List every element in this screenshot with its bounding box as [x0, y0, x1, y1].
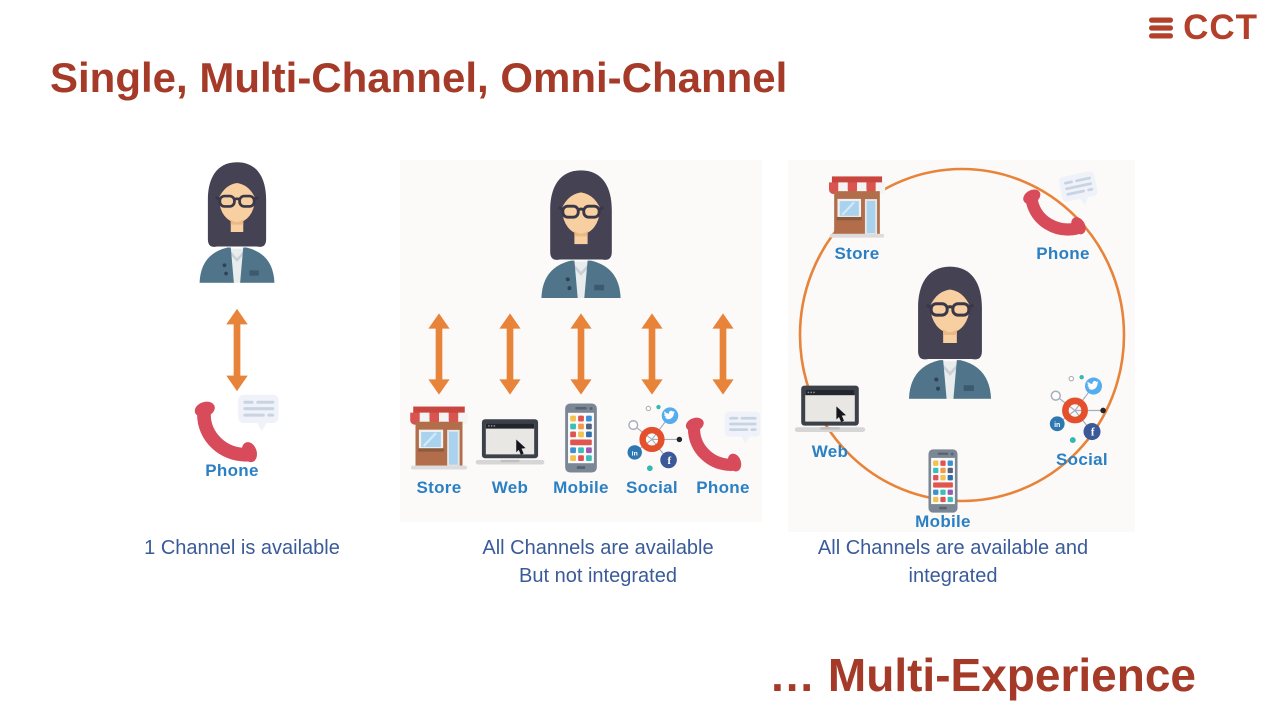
channel-column-mobile: Mobile	[550, 312, 612, 498]
omni-channel-diagram: Store Phone Web Social Mobile	[788, 160, 1135, 532]
double-arrow-icon	[640, 312, 664, 396]
customer-icon	[526, 166, 636, 298]
brand-logo-text: CCT	[1183, 8, 1258, 47]
omni-channel-caption: All Channels are available and integrate…	[793, 534, 1113, 590]
double-arrow-icon	[498, 312, 522, 396]
double-arrow-icon	[224, 308, 250, 392]
phone-icon	[680, 410, 766, 474]
mobile-icon	[920, 448, 966, 514]
channel-label-phone: Phone	[205, 461, 259, 480]
store-icon	[401, 402, 477, 474]
footer-text: … Multi-Experience	[769, 649, 1196, 701]
multi-channel-caption-line2: But not integrated	[519, 565, 677, 587]
channel-label-mobile: Mobile	[553, 478, 609, 497]
single-channel-caption: 1 Channel is available	[144, 537, 340, 559]
channel-column-phone: Phone	[692, 312, 754, 498]
hamburger-bars-icon	[1146, 13, 1176, 43]
mobile-icon	[559, 402, 603, 474]
store-icon	[820, 172, 894, 242]
channel-label-social: Social	[626, 478, 678, 497]
double-arrow-icon	[427, 312, 451, 396]
integration-circle	[798, 167, 1126, 503]
slide-title: Single, Multi-Channel, Omni-Channel	[50, 54, 788, 101]
channel-label-web: Web	[811, 442, 849, 461]
web-icon	[471, 416, 549, 474]
channel-label-phone: Phone	[696, 478, 750, 497]
social-icon	[1038, 372, 1112, 446]
multi-channel-caption: All Channels are available But not integ…	[438, 534, 758, 590]
brand-logo: CCT	[1146, 10, 1258, 45]
channel-column-social: Social	[621, 312, 683, 498]
channel-label-web: Web	[491, 478, 529, 497]
channel-label-phone: Phone	[1036, 244, 1090, 263]
channel-column-web: Web	[479, 312, 541, 498]
omni-channel-caption-line2: integrated	[908, 565, 998, 587]
channel-label-store: Store	[416, 478, 462, 497]
double-arrow-icon	[711, 312, 735, 396]
web-icon	[790, 382, 870, 442]
multi-channel-caption-line1: All Channels are available	[482, 537, 714, 559]
phone-icon	[189, 393, 284, 465]
double-arrow-icon	[569, 312, 593, 396]
channel-label-social: Social	[1056, 450, 1108, 469]
channel-columns: Store Web Mobile Social Phone	[400, 312, 762, 498]
customer-icon	[893, 262, 1007, 399]
channel-column-store: Store	[408, 312, 470, 498]
multi-channel-diagram: Store Web Mobile Social Phone	[400, 160, 762, 498]
channel-label-mobile: Mobile	[915, 512, 971, 531]
omni-channel-caption-line1: All Channels are available and	[817, 537, 1089, 559]
channel-label-store: Store	[834, 244, 880, 263]
social-icon	[616, 402, 688, 474]
customer-icon	[185, 158, 289, 283]
